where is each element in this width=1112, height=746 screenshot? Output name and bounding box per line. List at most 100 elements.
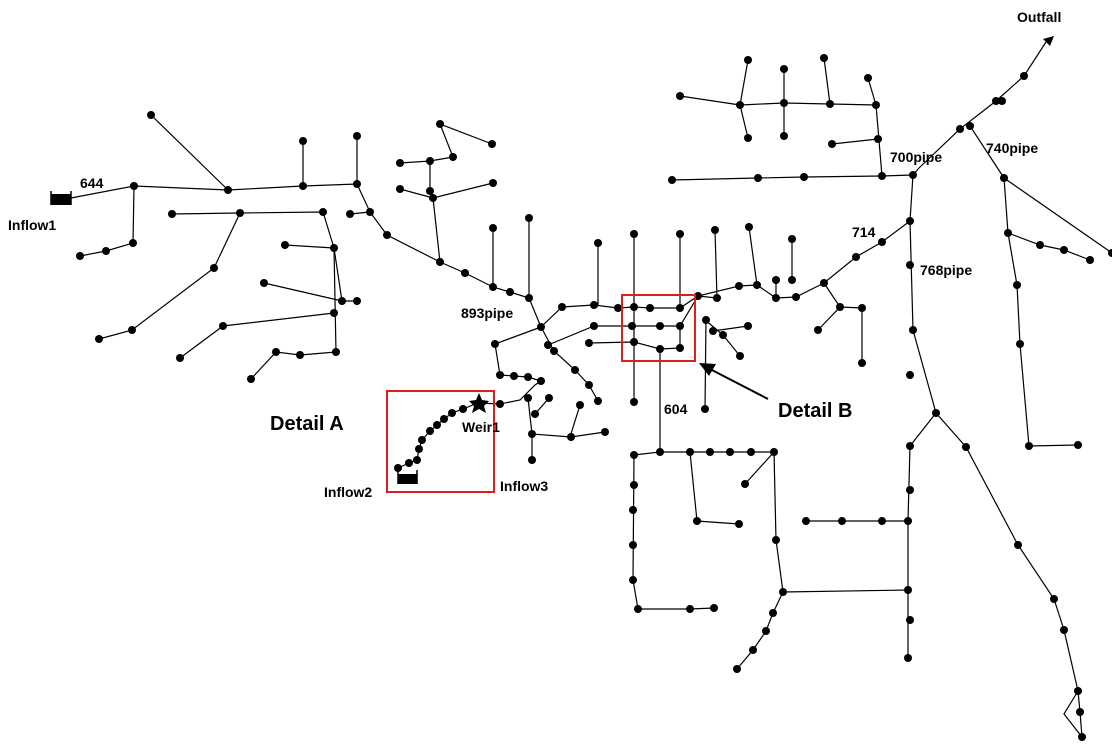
junction-node xyxy=(634,605,642,613)
inflow3-label: Inflow3 xyxy=(500,478,548,494)
pipe-segment xyxy=(736,591,784,670)
junction-node xyxy=(1060,626,1068,634)
junction-node xyxy=(741,480,749,488)
junction-node xyxy=(418,436,426,444)
pipe-segment xyxy=(823,57,831,105)
pipe-segment xyxy=(98,212,241,340)
junction-node xyxy=(702,316,710,324)
junction-node xyxy=(1036,241,1044,249)
pipe-segment xyxy=(773,451,909,593)
junction-node xyxy=(440,415,448,423)
junction-node xyxy=(219,322,227,330)
pipe-segment xyxy=(333,247,337,353)
detail-b-label: Detail B xyxy=(778,400,852,422)
junction-node xyxy=(433,421,441,429)
pipe-segment xyxy=(831,138,879,145)
junction-node xyxy=(788,235,796,243)
junction-node xyxy=(686,448,694,456)
junction-node xyxy=(1004,229,1012,237)
pipe-segment xyxy=(527,397,606,438)
junction-node xyxy=(567,433,575,441)
junction-node xyxy=(299,182,307,190)
junction-node xyxy=(590,322,598,330)
junction-node xyxy=(906,217,914,225)
detail-b-box xyxy=(621,294,696,362)
junction-node xyxy=(353,132,361,140)
junction-node xyxy=(820,54,828,62)
junction-node xyxy=(646,304,654,312)
weir1-star-icon xyxy=(469,393,489,413)
junction-node xyxy=(962,443,970,451)
junction-node xyxy=(496,400,504,408)
junction-node xyxy=(711,226,719,234)
junction-node xyxy=(272,348,280,356)
junction-node xyxy=(630,303,638,311)
junction-node xyxy=(630,481,638,489)
junction-node xyxy=(904,517,912,525)
junction-node xyxy=(168,210,176,218)
junction-node xyxy=(531,410,539,418)
junction-node xyxy=(800,173,808,181)
junction-node xyxy=(736,352,744,360)
junction-node xyxy=(426,187,434,195)
junction-node xyxy=(413,456,421,464)
junction-node xyxy=(966,122,974,130)
junction-node xyxy=(319,208,327,216)
junction-node xyxy=(524,373,532,381)
junction-node xyxy=(788,276,796,284)
junction-node xyxy=(396,185,404,193)
inflow1-tank-icon xyxy=(50,191,72,205)
weir1-label: Weir1 xyxy=(462,419,500,435)
junction-node xyxy=(630,230,638,238)
outfall-label: Outfall xyxy=(1017,9,1061,25)
pipe-segment xyxy=(399,160,441,263)
junction-node xyxy=(1076,708,1084,716)
junction-node xyxy=(525,294,533,302)
junction-node xyxy=(792,293,800,301)
junction-node xyxy=(415,445,423,453)
junction-node xyxy=(656,345,664,353)
junction-node xyxy=(224,186,232,194)
junction-node xyxy=(129,239,137,247)
pipe-segment xyxy=(907,174,937,658)
junction-node xyxy=(628,322,636,330)
pipe-segment xyxy=(744,451,775,485)
junction-node xyxy=(436,120,444,128)
junction-node xyxy=(726,448,734,456)
pipe-segment xyxy=(679,95,883,177)
junction-node xyxy=(629,506,637,514)
junction-node xyxy=(904,586,912,594)
junction-node xyxy=(296,351,304,359)
detail-b-arrow xyxy=(699,363,769,400)
junction-node xyxy=(489,283,497,291)
junction-node xyxy=(1000,174,1008,182)
junction-node xyxy=(1108,249,1112,257)
junction-node xyxy=(537,323,545,331)
junction-nodes xyxy=(76,54,1112,741)
junction-node xyxy=(260,279,268,287)
pipe-segment xyxy=(588,341,681,350)
pipe-segment xyxy=(171,211,357,302)
inflow2-tank-icon xyxy=(397,470,418,484)
junction-node xyxy=(769,609,777,617)
junction-node xyxy=(236,209,244,217)
junction-node xyxy=(176,354,184,362)
junction-node xyxy=(281,241,289,249)
pipe-segment xyxy=(1063,690,1083,739)
junction-node xyxy=(909,171,917,179)
junction-node xyxy=(353,297,361,305)
junction-node xyxy=(770,448,778,456)
junction-node xyxy=(594,239,602,247)
pipe-segment xyxy=(739,59,749,139)
junction-node xyxy=(338,297,346,305)
junction-node xyxy=(544,341,552,349)
junction-node xyxy=(744,322,752,330)
junction-node xyxy=(701,405,709,413)
junction-node xyxy=(826,100,834,108)
junction-node xyxy=(906,371,914,379)
junction-node xyxy=(429,194,437,202)
junction-node xyxy=(733,665,741,673)
junction-node xyxy=(629,541,637,549)
junction-node xyxy=(754,174,762,182)
junction-node xyxy=(872,101,880,109)
